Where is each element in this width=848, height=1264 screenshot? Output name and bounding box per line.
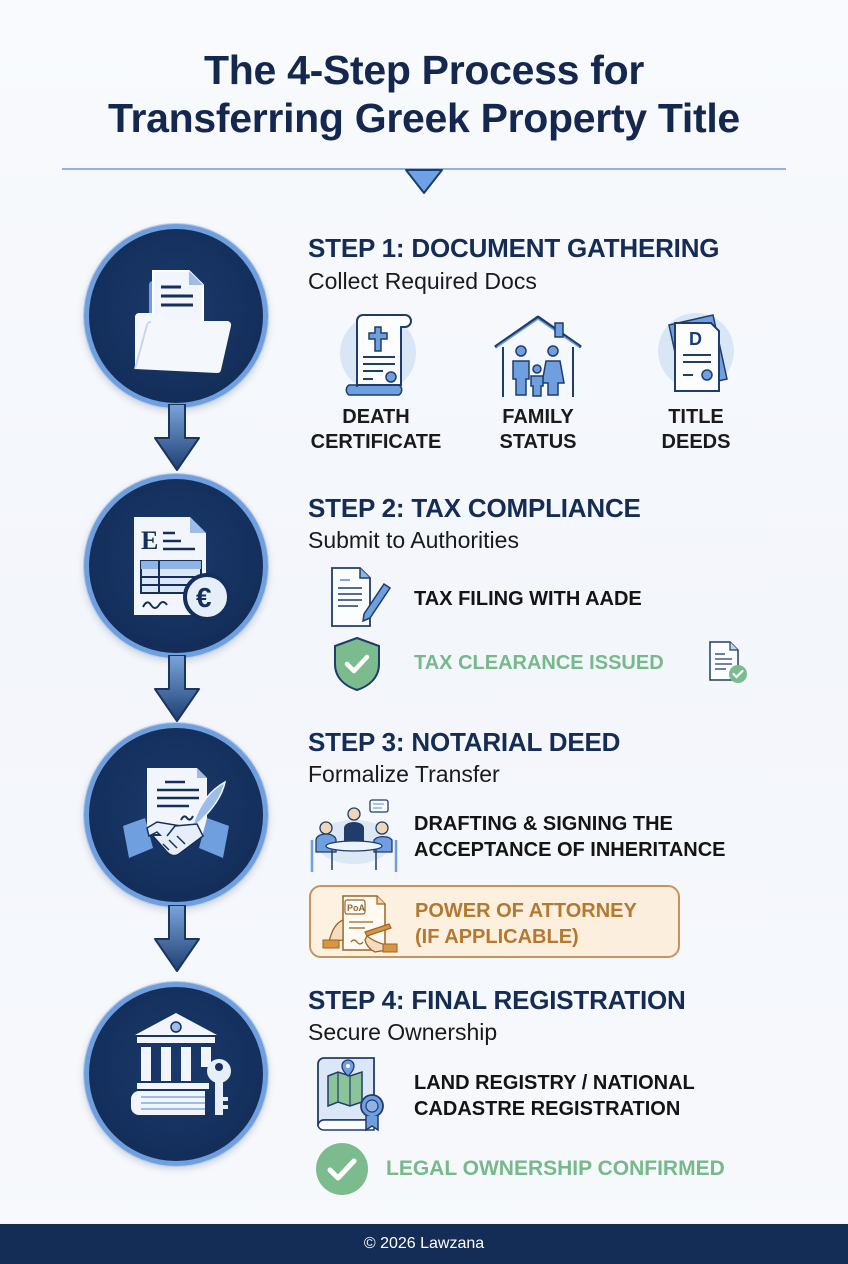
family-status-label-1: FAMILY [502, 406, 574, 428]
poa-label-2: (IF APPLICABLE) [415, 926, 579, 948]
step-3-heading: STEP 3: NOTARIAL DEED [308, 727, 621, 757]
step-3-circle [84, 723, 268, 907]
check-circle-icon [316, 1143, 368, 1195]
copyright-text: © 2026 Lawzana [363, 1235, 485, 1252]
tax-filing-label: TAX FILING WITH AADE [414, 588, 642, 610]
shield-check-icon [334, 636, 380, 692]
step-3-subtitle: Formalize Transfer [308, 761, 500, 787]
map-book-award-icon [317, 1057, 384, 1132]
death-certificate-scroll-icon [340, 314, 416, 396]
svg-text:€: € [196, 582, 212, 613]
step-1-heading: STEP 1: DOCUMENT GATHERING [308, 233, 720, 263]
document-pen-icon [330, 567, 392, 627]
family-house-icon [494, 315, 582, 397]
title-deeds-label-2: DEEDS [661, 431, 731, 453]
step-2-circle: E € [84, 474, 268, 658]
death-certificate-label-2: CERTIFICATE [310, 431, 442, 453]
down-arrow-icon [154, 404, 200, 471]
svg-text:E: E [141, 526, 158, 555]
death-certificate-label-1: DEATH [342, 406, 410, 428]
poa-label-1: POWER OF ATTORNEY [415, 900, 637, 922]
land-registry-label-2: CADASTRE REGISTRATION [414, 1098, 681, 1120]
handshake-contract-icon [123, 768, 229, 858]
down-arrow-icon [154, 655, 200, 722]
power-of-attorney-callout: PoA POWER OF ATTORNEY (IF APPLICABLE) [309, 885, 680, 958]
step-1-subtitle: Collect Required Docs [308, 268, 537, 294]
page-title: The 4-Step Process for Transferring Gree… [0, 46, 848, 142]
drafting-signing-label: DRAFTING & SIGNING THE ACCEPTANCE OF INH… [414, 811, 725, 863]
drafting-signing-label-1: DRAFTING & SIGNING THE [414, 813, 673, 835]
tax-form-euro-icon: E € [134, 517, 231, 621]
down-arrow-icon [154, 905, 200, 972]
step-2-heading: STEP 2: TAX COMPLIANCE [308, 493, 641, 523]
title-deeds-item: D TITLE DEEDS [621, 313, 771, 455]
title-deeds-label-1: TITLE [668, 406, 724, 428]
document-check-icon [709, 641, 747, 683]
svg-text:PoA: PoA [347, 903, 366, 913]
down-pointer-icon [405, 169, 443, 194]
step-4-circle [84, 982, 268, 1166]
title-line-2: Transferring Greek Property Title [108, 95, 740, 141]
step-2-subtitle: Submit to Authorities [308, 527, 519, 553]
step-4-subtitle: Secure Ownership [308, 1019, 498, 1045]
bank-key-book-icon [131, 1013, 231, 1115]
title-deed-document-icon: D [658, 313, 734, 392]
death-certificate-item: DEATH CERTIFICATE [301, 313, 451, 455]
footer: © 2026 Lawzana [0, 1224, 848, 1264]
poa-document-icon: PoA [322, 895, 398, 953]
folder-documents-icon [134, 270, 232, 374]
tax-clearance-label: TAX CLEARANCE ISSUED [414, 652, 664, 674]
step-1-circle [84, 224, 268, 408]
svg-text:D: D [689, 329, 702, 349]
family-status-label-2: STATUS [499, 431, 577, 453]
step-4-heading: STEP 4: FINAL REGISTRATION [308, 985, 686, 1015]
family-status-item: FAMILY STATUS [463, 313, 613, 455]
title-line-1: The 4-Step Process for [204, 47, 644, 93]
land-registry-label-1: LAND REGISTRY / NATIONAL [414, 1072, 695, 1094]
notary-meeting-icon [310, 799, 398, 872]
drafting-signing-label-2: ACCEPTANCE OF INHERITANCE [414, 839, 726, 861]
land-registry-label: LAND REGISTRY / NATIONAL CADASTRE REGIST… [414, 1070, 695, 1122]
legal-ownership-label: LEGAL OWNERSHIP CONFIRMED [386, 1157, 725, 1180]
